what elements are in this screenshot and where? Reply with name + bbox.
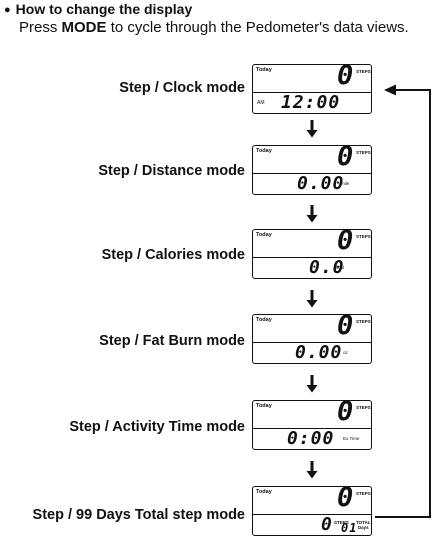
steps-label: STEPS [356,319,371,324]
lcd-divider [253,92,371,93]
lcd-display-calories: Today 0 STEPS 0.0 kcal [252,225,372,279]
today-label: Today [256,403,272,409]
arrow-down-icon [306,205,318,223]
today-label: Today [256,67,272,73]
arrow-down-icon [306,120,318,138]
today-label: Today [256,232,272,238]
mode-label-calories: Step / Calories mode [101,247,245,263]
mode-label-fat-burn: Step / Fat Burn mode [99,333,245,349]
step-count: 0 [337,60,353,91]
distance-unit: mile [341,181,350,186]
steps-label: STEPS [356,405,371,410]
lcd-divider [253,342,371,343]
arrow-down-icon [306,461,318,479]
section-title: ● How to change the display [4,1,444,19]
mode-label-99-days-total: Step / 99 Days Total step mode [32,507,245,523]
am-indicator: AM [257,100,265,106]
section-description: Press MODE to cycle through the Pedomete… [19,19,444,37]
steps-label: STEPS [356,234,371,239]
steps-label: STEPS [356,491,371,496]
days-value: 01 [341,521,358,535]
today-label: Today [256,148,272,154]
step-count: 0 [337,396,353,427]
total-label: TOTAL [356,520,371,525]
activity-time-value: 0:00 [287,428,335,449]
today-label: Today [256,489,272,495]
fat-burn-value: 0.00 [295,342,343,363]
instructions-header: ● How to change the display Press MODE to… [4,1,444,37]
fat-burn-unit: oz [343,350,348,355]
days-label: Days [357,525,369,530]
clock-value: 12:00 [281,92,341,113]
today-label: Today [256,317,272,323]
lcd-display-distance: Today 0 STEPS 0.00 mile [252,141,372,195]
activity-time-unit: Ex.Time [343,436,360,441]
arrow-down-icon [306,375,318,393]
lcd-display-activity-time: Today 0 STEPS 0:00 Ex.Time [252,396,372,450]
lcd-divider [253,514,371,515]
mode-label-activity-time: Step / Activity Time mode [69,419,245,435]
step-count: 0 [337,310,353,341]
steps-label: STEPS [356,69,371,74]
mode-label-distance: Step / Distance mode [98,163,245,179]
step-count: 0 [337,141,353,172]
mode-label-clock: Step / Clock mode [119,80,245,96]
lcd-divider [253,428,371,429]
lcd-display-fat-burn: Today 0 STEPS 0.00 oz [252,310,372,364]
title-text: How to change the display [15,1,193,17]
total-steps-value: 0 [321,514,333,535]
total-steps-label: STEPS [334,520,349,525]
lcd-divider [253,173,371,174]
desc-suffix: to cycle through the Pedometer's data vi… [110,19,409,36]
calories-unit: kcal [336,265,345,270]
arrow-down-icon [306,290,318,308]
bullet-icon: ● [4,4,11,16]
step-count: 0 [337,225,353,256]
step-count: 0 [337,482,353,513]
distance-value: 0.00 [297,173,345,194]
desc-prefix: Press [19,19,58,36]
mode-key-label: MODE [61,19,107,36]
lcd-display-clock: Today 0 STEPS AM 12:00 [252,60,372,114]
calories-value: 0.0 [309,257,345,278]
lcd-divider [253,257,371,258]
steps-label: STEPS [356,150,371,155]
